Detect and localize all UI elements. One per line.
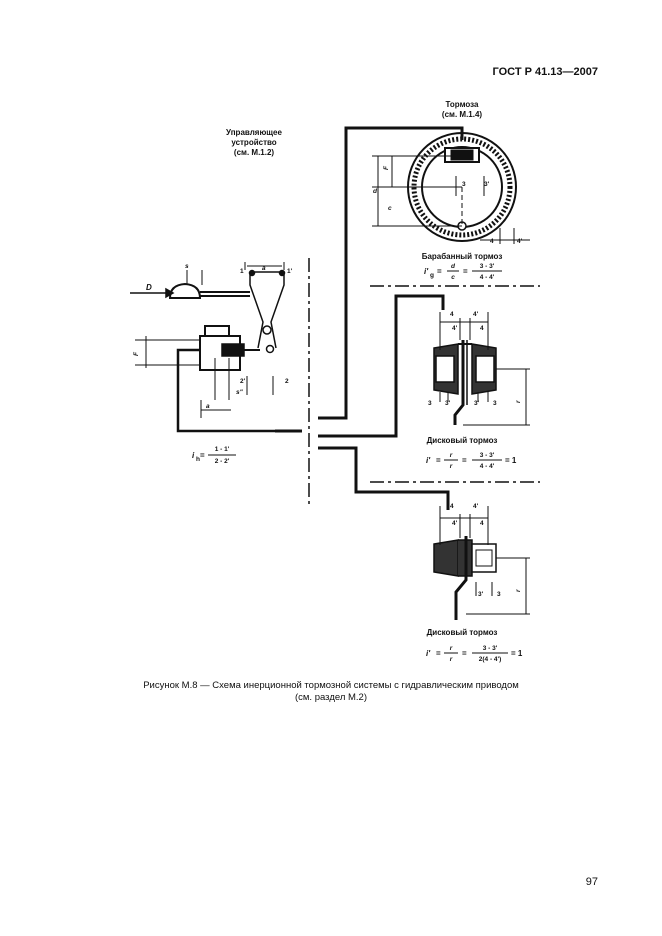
svg-text:4 - 4': 4 - 4' (480, 274, 495, 281)
svg-text:g: g (430, 272, 434, 279)
disc1-label-r: r (515, 400, 522, 403)
svg-text:2 - 2': 2 - 2' (215, 458, 230, 465)
drum-label-3: 3 (462, 181, 466, 188)
formula-disc-2: i' = r r = 3 - 3' 2(4 - 4') = 1 (426, 645, 523, 663)
svg-text:i': i' (424, 267, 429, 276)
svg-text:=: = (463, 267, 468, 276)
disc2-label-4-b: 4 (480, 520, 484, 527)
hydraulic-lines (275, 126, 464, 510)
brakes-title: Тормоза (446, 100, 480, 109)
svg-text:= 1: = 1 (511, 649, 523, 658)
label-2p: 2' (240, 378, 246, 385)
disc1-label-4: 4 (450, 311, 454, 318)
control-title-2: устройство (231, 138, 276, 147)
svg-text:r: r (450, 645, 453, 652)
svg-text:=: = (200, 451, 205, 460)
formula-ih: i h = 1 - 1' 2 - 2' (192, 446, 236, 465)
svg-text:r: r (450, 656, 453, 663)
figure-caption: Рисунок М.8 — Схема инерционной тормозно… (0, 680, 662, 704)
disc2-label-4: 4 (450, 503, 454, 510)
formula-drum: i' g = d c = 3 - 3' 4 - 4' (424, 263, 502, 281)
drum-label-4p: 4' (517, 238, 523, 245)
disc-brake-1 (433, 312, 530, 426)
label-sHz: s" (236, 389, 244, 396)
svg-text:=: = (462, 456, 467, 465)
svg-text:=: = (437, 267, 442, 276)
svg-text:2(4 - 4'): 2(4 - 4') (479, 656, 502, 663)
label-a: a (262, 265, 266, 272)
disc1-label-3p-b: 3' (474, 400, 480, 407)
drum-label-3p: 3' (484, 181, 490, 188)
disc1-label-4-b: 4 (480, 325, 484, 332)
figure-caption-line-2: (см. раздел М.2) (294, 692, 368, 703)
label-FHz: F (133, 351, 140, 356)
svg-text:i: i (192, 451, 195, 460)
svg-text:c: c (451, 274, 455, 281)
figure-caption-line-1: Рисунок М.8 — Схема инерционной тормозно… (143, 680, 519, 691)
svg-text:3 - 3': 3 - 3' (480, 263, 495, 270)
svg-text:i': i' (426, 456, 431, 465)
disc2-label-3p: 3' (478, 591, 484, 598)
separator-lines (308, 258, 540, 505)
svg-text:3 - 3': 3 - 3' (480, 452, 495, 459)
svg-text:d: d (451, 263, 456, 270)
svg-text:1 - 1': 1 - 1' (215, 446, 230, 453)
label-1p: 1' (287, 268, 293, 275)
formula-disc-1: i' = r r = 3 - 3' 4 - 4' = 1 (426, 452, 517, 470)
control-device (130, 262, 286, 433)
label-s: s (185, 263, 189, 270)
disc1-label-3: 3 (428, 400, 432, 407)
svg-text:4 - 4': 4 - 4' (480, 463, 495, 470)
disc-brake-2 (433, 506, 530, 620)
control-title-1: Управляющее (226, 128, 282, 137)
drum-brake-label: Барабанный тормоз (422, 252, 503, 261)
disc2-label-4p-b: 4' (452, 520, 458, 527)
disc-brake-label-2: Дисковый тормоз (427, 628, 498, 637)
label-1: 1 (240, 268, 244, 275)
disc1-label-3-b: 3 (493, 400, 497, 407)
brakes-ref: (см. М.1.4) (442, 110, 482, 119)
drum-label-F: F (383, 165, 390, 170)
disc1-label-4p: 4' (473, 311, 479, 318)
control-ref: (см. М.1.2) (234, 148, 274, 157)
page-number: 97 (585, 876, 598, 888)
svg-text:=: = (436, 456, 441, 465)
svg-text:r: r (450, 463, 453, 470)
svg-text:r: r (450, 452, 453, 459)
disc2-label-4p: 4' (473, 503, 479, 510)
svg-text:=: = (436, 649, 441, 658)
force-label: D (146, 283, 152, 292)
svg-text:=: = (462, 649, 467, 658)
svg-text:h: h (196, 456, 200, 463)
label-aHz: a (206, 403, 210, 410)
document-header: ГОСТ Р 41.13—2007 (492, 66, 598, 78)
label-2: 2 (285, 378, 289, 385)
disc-brake-label-1: Дисковый тормоз (427, 436, 498, 445)
label-d: d (373, 188, 378, 195)
disc1-label-4p-b: 4' (452, 325, 458, 332)
disc2-label-3: 3 (497, 591, 501, 598)
drum-brake (372, 132, 530, 244)
disc2-label-r: r (515, 589, 522, 592)
svg-text:i': i' (426, 649, 431, 658)
drum-label-4: 4 (490, 238, 494, 245)
disc1-label-3p: 3' (445, 400, 451, 407)
svg-text:3 - 3': 3 - 3' (483, 645, 498, 652)
svg-text:= 1: = 1 (505, 456, 517, 465)
label-c: c (388, 205, 392, 212)
